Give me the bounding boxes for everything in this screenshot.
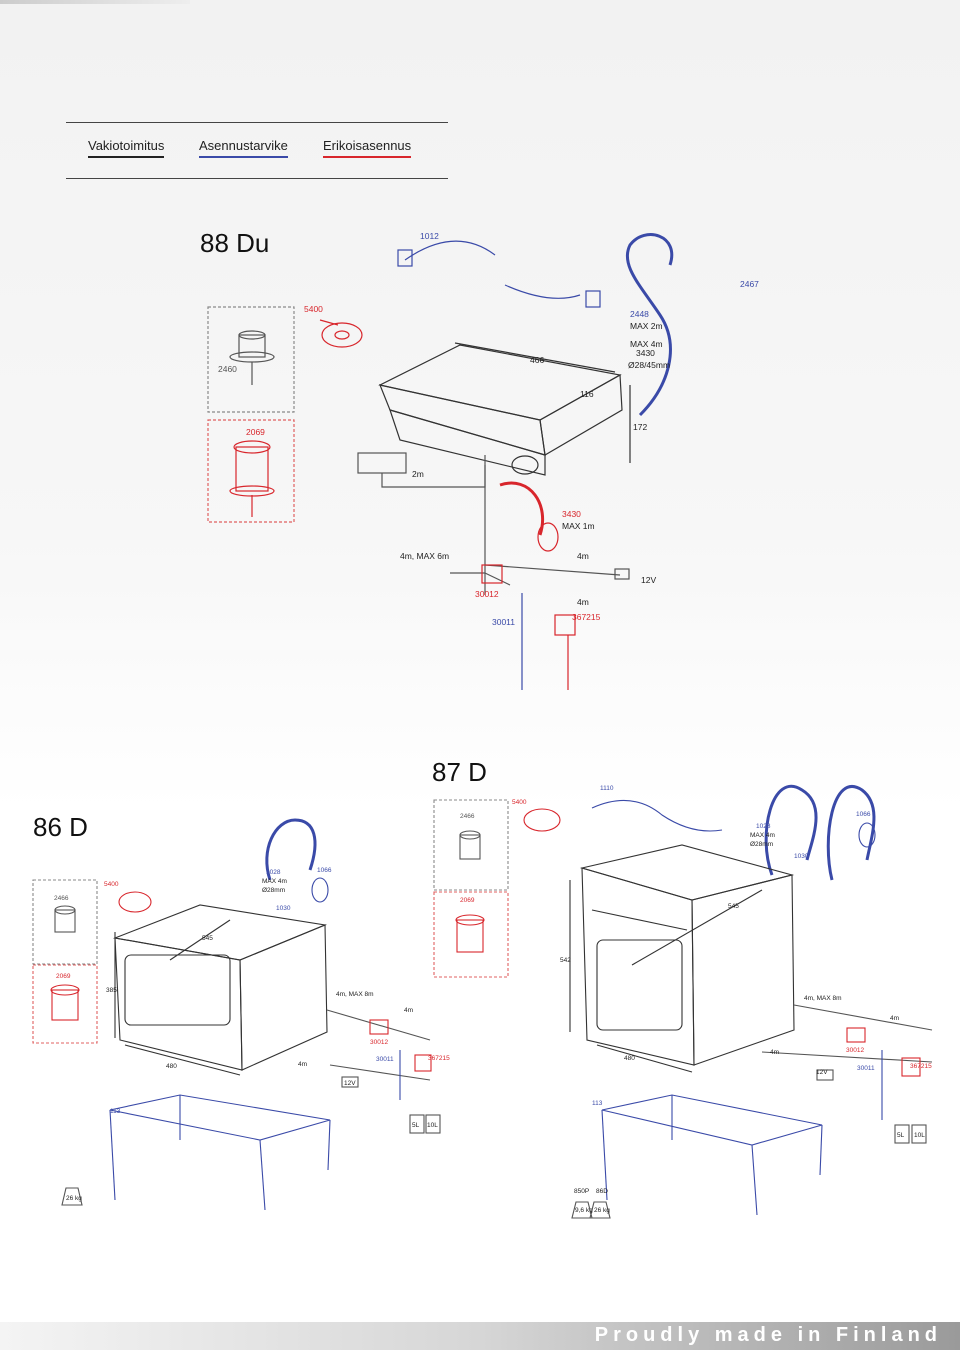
label-5400: 5400	[304, 304, 323, 314]
label-86-1028: 1028	[266, 869, 281, 876]
label-87-1028: 1028	[756, 823, 771, 830]
label-86-545: 545	[202, 935, 213, 942]
label-3430-b: 3430	[562, 509, 581, 519]
label-2467: 2467	[740, 279, 759, 289]
label-87-545: 545	[728, 903, 739, 910]
label-86-5400: 5400	[104, 881, 119, 888]
label-86-1066: 1066	[317, 867, 332, 874]
label-4m-a: 4m	[577, 551, 589, 561]
label-diam: Ø28/45mm	[628, 360, 670, 370]
label-max-4m: MAX 4m	[630, 339, 663, 349]
label-30011: 30011	[492, 617, 515, 627]
label-367215: 367215	[572, 612, 601, 622]
label-3430-a: 3430	[636, 348, 655, 358]
label-86-diam: Ø28mm	[262, 887, 285, 894]
footer-band	[0, 1322, 960, 1350]
legend-standard: Vakiotoimitus	[88, 138, 165, 158]
label-87-1066: 1066	[856, 811, 871, 818]
legend-standard-bar	[88, 156, 165, 158]
label-87-diam: Ø28mm	[750, 841, 773, 848]
label-2m: 2m	[412, 469, 424, 479]
label-87-2069: 2069	[460, 897, 475, 904]
label-87-1030: 1030	[794, 853, 809, 860]
label-87-4m-b: 4m	[770, 1049, 779, 1056]
legend-accessory: Asennustarvike	[199, 138, 288, 158]
label-4m-b: 4m	[577, 597, 589, 607]
label-86-26kg: 26 kg	[66, 1195, 82, 1202]
top-sweep	[0, 0, 190, 4]
label-87-30011: 30011	[857, 1065, 875, 1072]
label-86-5l: 5L	[412, 1122, 420, 1129]
model-title-87d: 87 D	[432, 757, 487, 787]
label-116: 116	[580, 389, 594, 399]
label-87-480: 480	[624, 1055, 635, 1062]
label-87-86d: 86D	[596, 1188, 608, 1195]
label-87-5l: 5L	[897, 1132, 905, 1139]
label-86-max-4m: MAX 4m	[262, 878, 287, 885]
label-86-2069: 2069	[56, 973, 71, 980]
label-87-2466: 2466	[460, 813, 475, 820]
diagram-88du: 1012 2467 2448 MAX 2m MAX 4m 3430 Ø28/45…	[207, 231, 759, 690]
label-4m-max-6m: 4m, MAX 6m	[400, 551, 449, 561]
label-87-1110: 1110	[600, 785, 614, 792]
label-86-30011: 30011	[376, 1056, 394, 1063]
label-87-5400: 5400	[512, 799, 527, 806]
label-2448: 2448	[630, 309, 649, 319]
label-87-max-4m: MAX 4m	[750, 832, 775, 839]
legend-rule-top	[66, 122, 448, 123]
legend-special-bar	[323, 156, 412, 158]
label-87-542: 542	[560, 957, 571, 964]
legend-rule-bottom	[66, 178, 448, 179]
label-2069: 2069	[246, 427, 265, 437]
label-87-10l: 10L	[914, 1132, 925, 1139]
label-2460: 2460	[218, 364, 237, 374]
label-86-4m-a: 4m	[404, 1007, 413, 1014]
model-title-86d: 86 D	[33, 812, 88, 842]
label-86-10l: 10L	[427, 1122, 438, 1129]
label-max-1m: MAX 1m	[562, 521, 595, 531]
label-12v: 12V	[641, 575, 656, 585]
label-86-480: 480	[166, 1063, 177, 1070]
model-title-88du: 88 Du	[200, 228, 270, 258]
label-86-367215: 367215	[428, 1055, 450, 1062]
legend-accessory-bar	[199, 156, 288, 158]
label-max-2m: MAX 2m	[630, 321, 663, 331]
legend-special: Erikoisasennus	[323, 138, 412, 158]
label-30012: 30012	[475, 589, 499, 599]
label-86-12v: 12V	[344, 1080, 356, 1087]
label-87-4m-a: 4m	[890, 1015, 899, 1022]
label-86-113: 113	[110, 1108, 121, 1115]
label-87-30012: 30012	[846, 1047, 864, 1054]
footer-tagline: Proudly made in Finland	[594, 1324, 942, 1346]
label-86-385: 385	[106, 987, 117, 994]
label-87-850p: 850P	[574, 1188, 589, 1195]
label-1012: 1012	[420, 231, 439, 241]
label-86-30012: 30012	[370, 1039, 388, 1046]
label-87-12v: 12V	[816, 1069, 828, 1076]
label-87-367215: 367215	[910, 1063, 932, 1070]
label-466: 466	[530, 355, 544, 365]
label-172: 172	[633, 422, 647, 432]
diagram-86d: 1028 MAX 4m Ø28mm 1066 2466 5400 1030 54…	[32, 818, 450, 1211]
label-86-4m-b: 4m	[298, 1061, 307, 1068]
label-87-9-6kg: 9,6 kg	[575, 1207, 593, 1214]
label-87-26kg: 26 kg	[594, 1207, 610, 1214]
label-86-4m-max-8m: 4m, MAX 8m	[336, 991, 374, 998]
diagram-87d: 1110 5400 1066 2466 1028 MAX 4m Ø28mm 10…	[433, 784, 933, 1219]
label-86-1030: 1030	[276, 905, 291, 912]
label-87-4m-max-8m: 4m, MAX 8m	[804, 995, 842, 1002]
label-86-2466: 2466	[54, 895, 69, 902]
label-87-113: 113	[592, 1100, 603, 1107]
